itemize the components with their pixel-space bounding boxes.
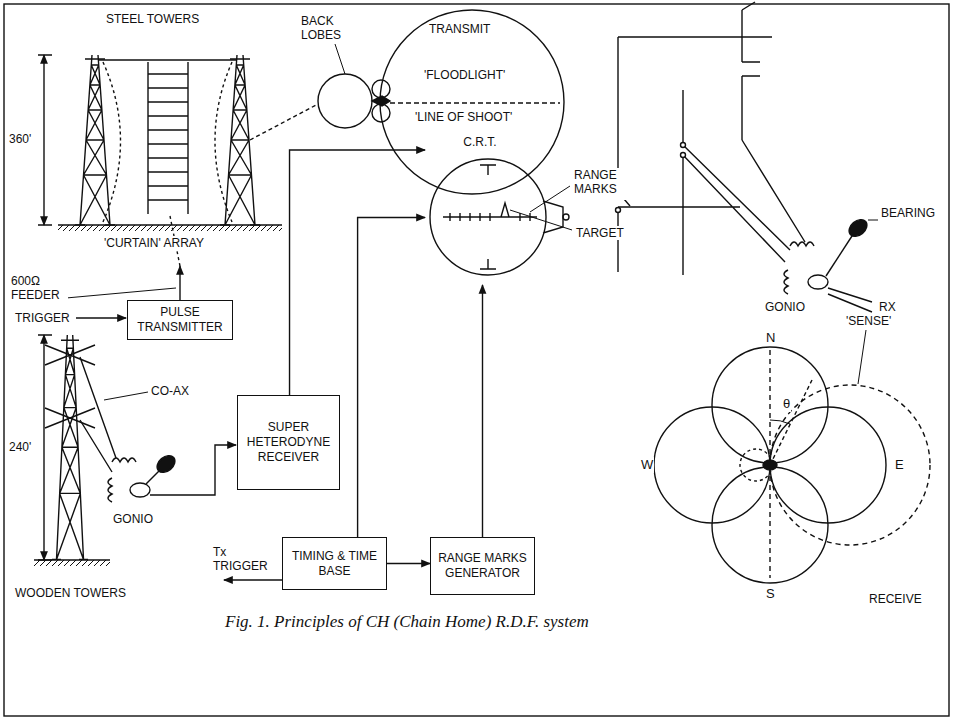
- label-text: 240': [8, 440, 32, 454]
- label-text: RX: [878, 300, 897, 314]
- frame: [4, 4, 949, 716]
- crt-tube: C.R.T.: [425, 135, 570, 285]
- label-text: WOODEN TOWERS: [14, 586, 127, 600]
- label-text: BACK LOBES: [300, 14, 350, 43]
- gonio-coil: [108, 478, 112, 502]
- dimension-line: [43, 335, 44, 560]
- label-text: 'SENSE': [845, 314, 892, 328]
- label-text: W: [640, 457, 654, 473]
- label-text: E: [894, 457, 905, 473]
- label-text: 360': [8, 132, 32, 146]
- gonio-coil: [784, 270, 788, 294]
- node-text: TIMING & TIME BASE: [288, 549, 381, 579]
- crt-drawing: [425, 135, 570, 285]
- gonio-coil: [790, 242, 814, 246]
- label-text: θ: [782, 396, 791, 412]
- label-text: TRIGGER: [14, 311, 71, 325]
- process-box: RANGE MARKS GENERATOR: [430, 537, 535, 595]
- receive-polar-diagram: [654, 330, 930, 583]
- label-text: N: [765, 330, 776, 346]
- connector: [482, 285, 483, 537]
- label-text: CO-AX: [150, 384, 190, 398]
- label-text: 600Ω FEEDER: [10, 274, 68, 303]
- node-text: PULSE TRANSMITTER: [133, 305, 227, 335]
- label-text: GONIO: [112, 512, 154, 526]
- receive-aerials-and-gonio: [616, 2, 879, 312]
- node-text: C.R.T.: [455, 135, 505, 149]
- node-text: RANGE MARKS GENERATOR: [436, 551, 529, 581]
- connector: [387, 563, 430, 564]
- process-box: PULSE TRANSMITTER: [127, 300, 233, 340]
- label-text: 'LINE OF SHOOT': [414, 110, 513, 124]
- label-text: STEEL TOWERS: [105, 12, 200, 26]
- label-text: TARGET: [575, 226, 625, 240]
- curtain-array: [148, 62, 188, 214]
- label-text: Tx TRIGGER: [212, 545, 276, 574]
- process-box: TIMING & TIME BASE: [282, 537, 387, 590]
- gonio-coil: [112, 458, 136, 462]
- connector: [358, 218, 425, 538]
- label-text: TRANSMIT: [428, 22, 491, 36]
- steel-towers: [38, 55, 282, 231]
- dimension-line: [43, 55, 44, 225]
- label-text: S: [765, 586, 776, 602]
- figure-caption: Fig. 1. Principles of CH (Chain Home) R.…: [225, 612, 589, 632]
- node-text: SUPER HETERODYNE RECEIVER: [243, 420, 334, 465]
- crt-leaders: [224, 186, 572, 580]
- wooden-tower: [34, 335, 236, 566]
- label-text: 'FLOODLIGHT': [423, 68, 506, 82]
- label-text: RECEIVE: [868, 592, 923, 606]
- process-box: SUPER HETERODYNE RECEIVER: [237, 395, 340, 490]
- label-text: BEARING: [880, 206, 936, 220]
- label-text: RANGE MARKS: [573, 168, 631, 197]
- label-text: GONIO: [764, 300, 806, 314]
- label-text: 'CURTAIN' ARRAY: [103, 236, 205, 250]
